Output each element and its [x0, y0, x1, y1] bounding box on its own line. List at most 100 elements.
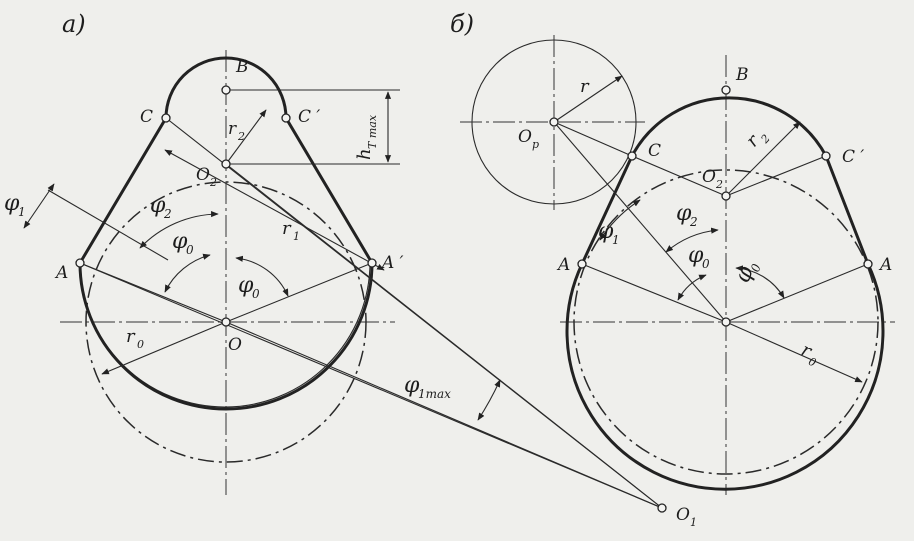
a-label-A: A	[54, 263, 68, 283]
svg-text:1: 1	[612, 233, 620, 247]
a-label-C-prime: C ′	[298, 107, 320, 127]
a-point-C-prime	[281, 113, 291, 123]
b-line-Op-O	[553, 121, 727, 323]
b-base-circle	[573, 169, 879, 475]
b-line-C-O2	[631, 155, 727, 197]
a-point-O2	[221, 159, 231, 169]
a-phi0-arc-right	[235, 255, 289, 297]
b-phi0-arc-left	[677, 274, 707, 301]
b-line-Cprime-O2	[725, 155, 827, 197]
a-phi1max-arc	[477, 379, 501, 421]
a-label-O1: O 1	[676, 505, 697, 529]
svg-text:O: O	[518, 127, 532, 147]
b-label-r0: r 0	[798, 339, 818, 370]
b-radius-OA-right	[725, 263, 869, 323]
b-label-phi0-right: φ 0	[730, 262, 764, 286]
a-point-A	[75, 258, 85, 268]
svg-text:φ: φ	[4, 191, 20, 216]
svg-text:0: 0	[252, 287, 260, 301]
panel-b: б) B	[450, 10, 895, 495]
b-radius-OA	[581, 263, 727, 323]
a-phi2-arc	[139, 211, 219, 249]
a-point-B	[221, 85, 231, 95]
a-label-r0: r 0	[126, 326, 144, 351]
a-label-O: O	[228, 335, 242, 355]
svg-text:φ: φ	[238, 273, 254, 298]
svg-text:φ: φ	[598, 219, 614, 244]
a-phi1-dimension	[23, 183, 55, 229]
b-point-A-right	[863, 259, 873, 269]
b-phi1-arc	[599, 199, 641, 241]
a-r1-dimension	[164, 149, 385, 271]
b-phi2-arc	[665, 227, 719, 253]
svg-text:T max: T max	[366, 114, 379, 149]
svg-text:φ: φ	[172, 229, 188, 254]
a-label-phi0-left: φ 0	[172, 229, 194, 257]
b-label-A: A	[556, 255, 570, 275]
a-point-A-prime	[367, 258, 377, 268]
a-label-A-prime: A ′	[380, 253, 404, 273]
panel-b-label: б)	[450, 10, 474, 38]
svg-text:φ: φ	[150, 193, 166, 218]
a-base-arc	[79, 261, 371, 408]
b-label-phi1: φ 1	[598, 219, 620, 247]
svg-text:1: 1	[18, 205, 26, 219]
svg-text:1: 1	[293, 230, 300, 243]
a-label-r2: r 2	[228, 119, 245, 143]
a-radius-r0	[101, 321, 227, 375]
svg-text:φ: φ	[676, 201, 692, 226]
b-label-C-prime: C ′	[842, 147, 864, 167]
b-cam-profile	[565, 96, 885, 491]
a-line-O2-O1	[225, 163, 663, 509]
svg-text:p: p	[532, 138, 539, 151]
b-label-C: C	[648, 141, 661, 161]
svg-text:O: O	[196, 165, 210, 185]
svg-text:r: r	[126, 326, 136, 347]
b-label-O2: O 2	[702, 167, 723, 191]
a-radius-OA-prime	[225, 262, 373, 323]
a-label-B: B	[235, 57, 249, 77]
svg-text:2: 2	[715, 178, 723, 191]
a-point-O1	[657, 503, 667, 513]
a-label-O2: O 2	[196, 165, 217, 189]
a-line-A-O1	[79, 262, 663, 509]
a-label-C: C	[140, 107, 153, 127]
a-point-C	[161, 113, 171, 123]
b-point-Op	[549, 117, 559, 127]
a-label-phi0-right: φ 0	[238, 273, 260, 301]
svg-text:φ: φ	[404, 373, 420, 398]
b-label-r: r	[580, 76, 590, 97]
b-radius-r2	[725, 121, 801, 197]
b-line-Op-C	[553, 121, 633, 157]
b-label-phi2: φ 2	[676, 201, 698, 229]
b-radius-r0	[725, 321, 863, 383]
svg-text:O: O	[702, 167, 716, 187]
svg-text:r: r	[282, 218, 292, 239]
b-point-A	[577, 259, 587, 269]
svg-text:φ: φ	[688, 243, 704, 268]
b-label-B: B	[735, 65, 749, 85]
svg-text:2: 2	[163, 207, 172, 221]
a-phi0-arc-left	[164, 253, 211, 293]
b-label-phi0-left: φ 0	[688, 243, 710, 271]
svg-text:2: 2	[209, 176, 217, 189]
b-phi0-arc-right	[735, 265, 785, 299]
a-label-hTmax: h T max	[354, 114, 379, 160]
b-label-Op: O p	[518, 127, 539, 151]
b-radius-r	[553, 75, 623, 123]
svg-text:O: O	[676, 505, 690, 525]
a-cam-profile	[78, 56, 374, 411]
b-point-O	[721, 317, 731, 327]
svg-text:1: 1	[690, 516, 697, 529]
b-point-B	[721, 85, 731, 95]
b-label-r2: r 2	[742, 130, 773, 151]
a-point-O	[221, 317, 231, 327]
a-label-phi1: φ 1	[4, 191, 26, 219]
a-label-r1: r 1	[282, 218, 300, 243]
b-label-A-right: A	[878, 255, 892, 275]
svg-text:0: 0	[137, 338, 144, 351]
b-point-O2	[721, 191, 731, 201]
svg-text:0: 0	[806, 355, 818, 370]
